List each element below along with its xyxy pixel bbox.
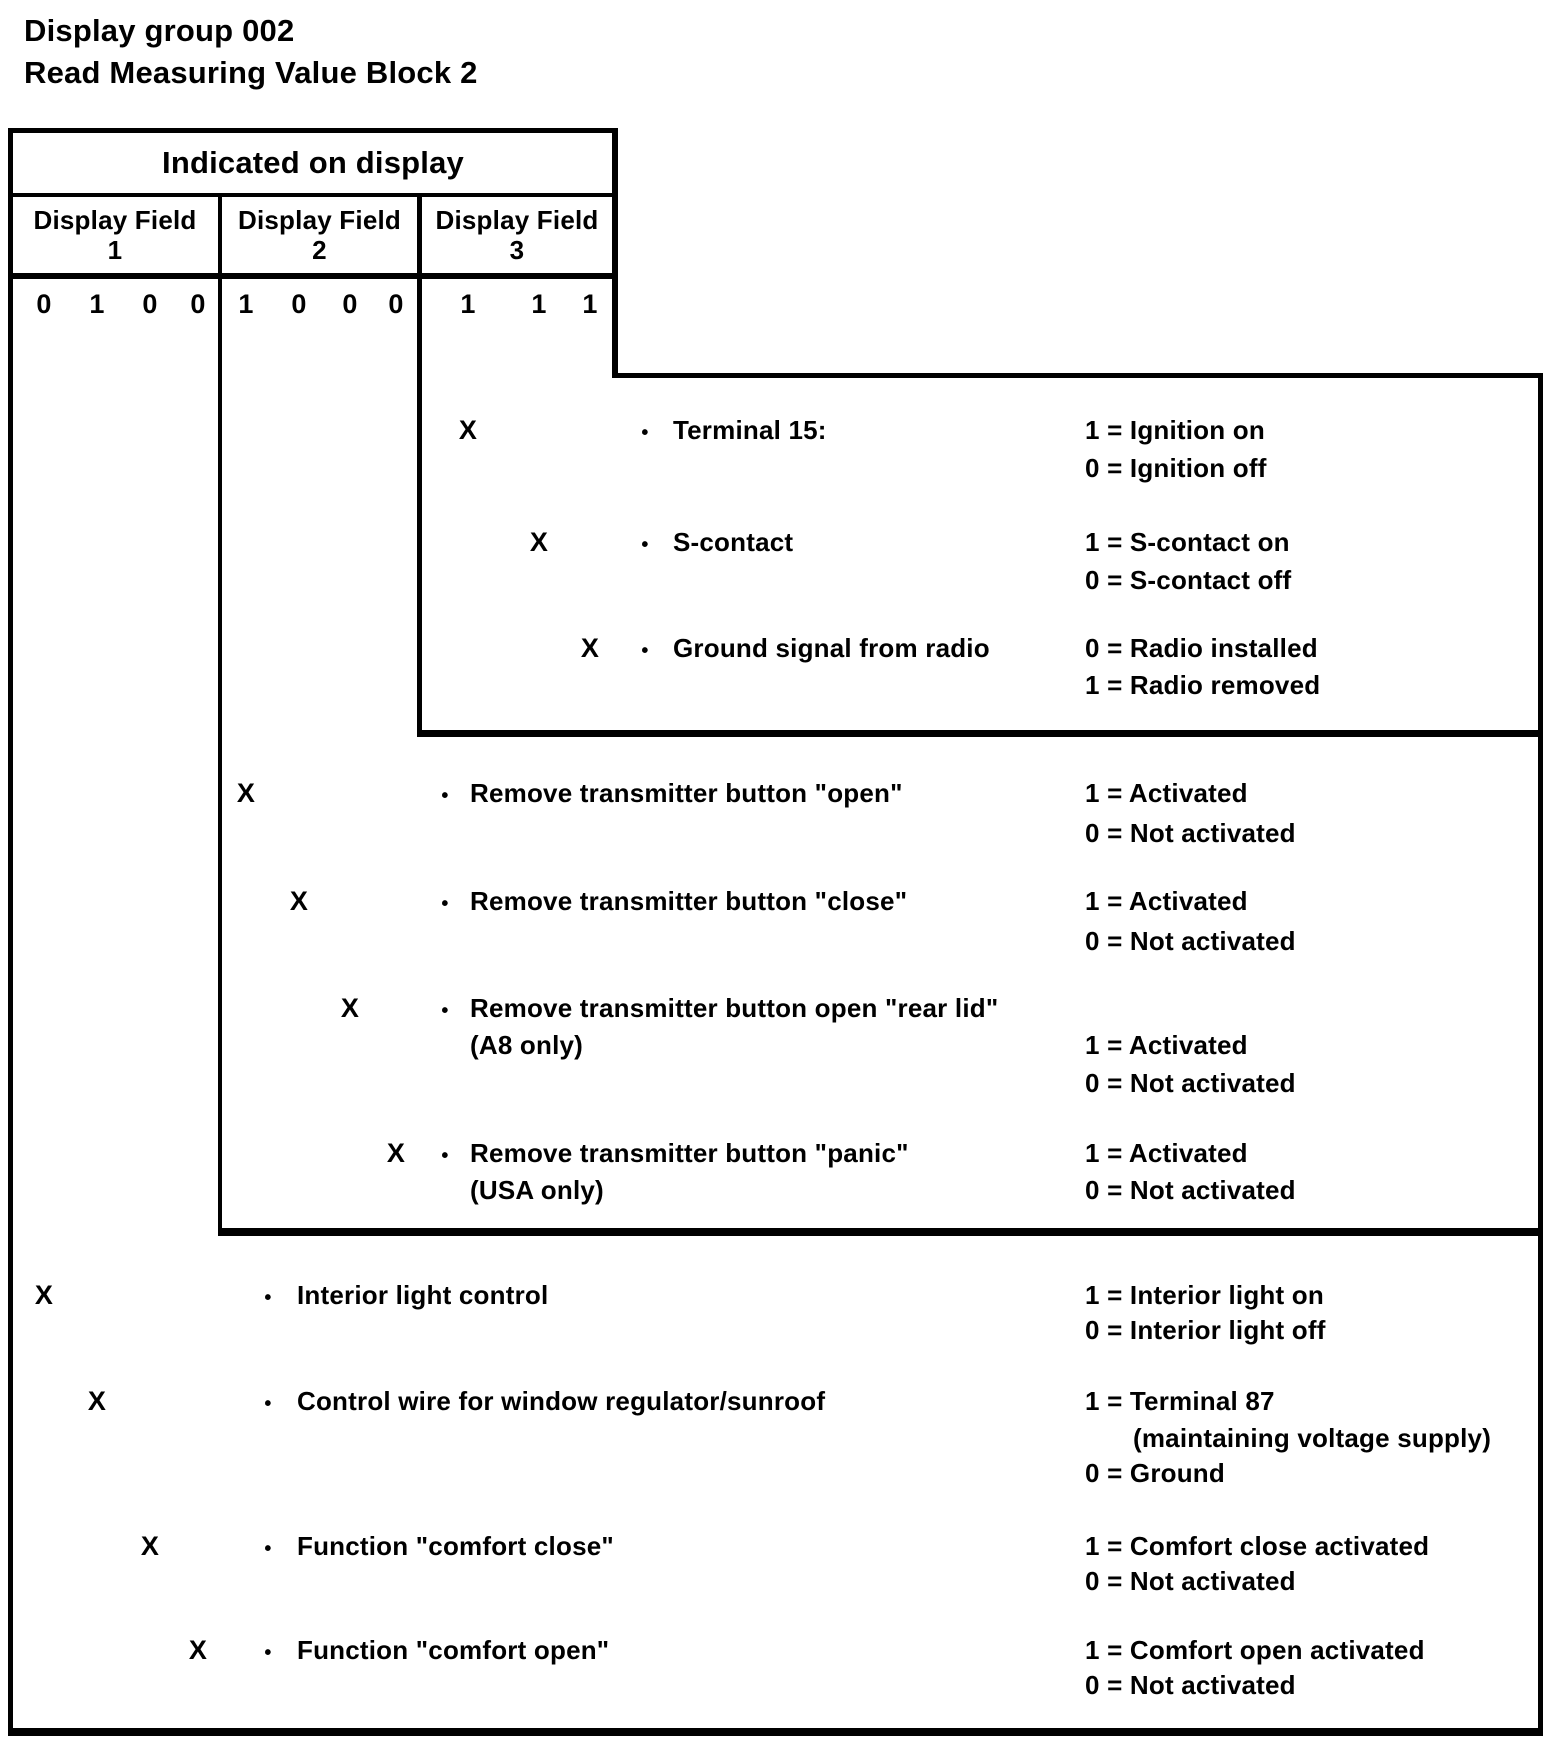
bullet-icon: • xyxy=(641,640,649,662)
table-value-row-divider xyxy=(8,273,618,279)
row-tx-rear-lid-label: Remove transmitter button open "rear lid… xyxy=(470,993,999,1023)
row-tx-open-value-0: 0 = Not activated xyxy=(1085,818,1296,848)
row-comfort-open-label: Function "comfort open" xyxy=(297,1635,610,1665)
row-comfort-close-value-1: 1 = Comfort close activated xyxy=(1085,1531,1430,1561)
row-terminal-15-marker: X xyxy=(458,415,478,445)
page-title: Display group 002 Read Measuring Value B… xyxy=(24,10,478,94)
field3-bit-3: 1 xyxy=(582,289,598,319)
row-interior-light-marker: X xyxy=(34,1280,54,1310)
column-name: Display Field xyxy=(33,205,197,235)
page-title-line2: Read Measuring Value Block 2 xyxy=(24,55,478,90)
bullet-icon: • xyxy=(641,422,649,444)
row-interior-light-value-0: 0 = Interior light off xyxy=(1085,1315,1326,1345)
field1-bit-3: 0 xyxy=(142,289,158,319)
column-name: Display Field xyxy=(435,205,599,235)
row-tx-panic-label2: (USA only) xyxy=(470,1175,604,1205)
row-terminal-15-value-0: 0 = Ignition off xyxy=(1085,453,1267,483)
row-tx-panic-marker: X xyxy=(386,1138,406,1168)
row-tx-close-value-1: 1 = Activated xyxy=(1085,886,1248,916)
column-header-display-field-3: Display Field 3 xyxy=(422,197,612,273)
table-top-border xyxy=(8,128,618,133)
field2-bit-2: 0 xyxy=(291,289,307,319)
row-ground-signal-value-0: 0 = Radio installed xyxy=(1085,633,1318,663)
field3-bit-1: 1 xyxy=(460,289,476,319)
field1-bit-4: 0 xyxy=(190,289,206,319)
row-tx-panic-label: Remove transmitter button "panic" xyxy=(470,1138,909,1168)
row-comfort-close-value-0: 0 = Not activated xyxy=(1085,1566,1296,1596)
outer-right-border xyxy=(1538,373,1543,1736)
row-s-contact-value-0: 0 = S-contact off xyxy=(1085,565,1292,595)
bullet-icon: • xyxy=(641,534,649,556)
field1-field2-divider xyxy=(218,193,222,1236)
field1-bit-2: 1 xyxy=(89,289,105,319)
column-number: 2 xyxy=(312,235,327,265)
table-header-divider xyxy=(8,193,618,197)
column-name: Display Field xyxy=(238,205,401,235)
bullet-icon: • xyxy=(441,785,449,807)
row-control-wire-value-1: 1 = Terminal 87 xyxy=(1085,1386,1275,1416)
row-tx-open-label: Remove transmitter button "open" xyxy=(470,778,903,808)
field2-field3-divider xyxy=(417,193,422,737)
field2-bit-1: 1 xyxy=(238,289,254,319)
table-header: Indicated on display xyxy=(162,145,464,180)
row-tx-open-marker: X xyxy=(236,778,256,808)
row-tx-panic-value-1: 1 = Activated xyxy=(1085,1138,1248,1168)
bullet-icon: • xyxy=(264,1642,272,1664)
row-interior-light-label: Interior light control xyxy=(297,1280,549,1310)
row-s-contact-label: S-contact xyxy=(673,527,794,557)
row-control-wire-marker: X xyxy=(87,1386,107,1416)
row-tx-rear-lid-label2: (A8 only) xyxy=(470,1030,584,1060)
row-terminal-15-value-1: 1 = Ignition on xyxy=(1085,415,1265,445)
row-comfort-open-value-1: 1 = Comfort open activated xyxy=(1085,1635,1425,1665)
row-ground-signal-marker: X xyxy=(580,633,600,663)
row-tx-panic-value-0: 0 = Not activated xyxy=(1085,1175,1296,1205)
row-tx-open-value-1: 1 = Activated xyxy=(1085,778,1248,808)
row-tx-close-value-0: 0 = Not activated xyxy=(1085,926,1296,956)
field2-bit-4: 0 xyxy=(388,289,404,319)
outer-bottom-border xyxy=(8,1728,1543,1736)
row-tx-rear-lid-value-0: 0 = Not activated xyxy=(1085,1068,1296,1098)
row-tx-close-label: Remove transmitter button "close" xyxy=(470,886,908,916)
row-control-wire-value-0: 0 = Ground xyxy=(1085,1458,1225,1488)
column-number: 1 xyxy=(107,235,123,265)
row-tx-rear-lid-value-1: 1 = Activated xyxy=(1085,1030,1248,1060)
row-ground-signal-value-1: 1 = Radio removed xyxy=(1085,670,1321,700)
row-s-contact-value-1: 1 = S-contact on xyxy=(1085,527,1290,557)
field2-bit-3: 0 xyxy=(342,289,358,319)
row-ground-signal-label: Ground signal from radio xyxy=(673,633,990,663)
row-comfort-close-marker: X xyxy=(140,1531,160,1561)
row-comfort-open-value-0: 0 = Not activated xyxy=(1085,1670,1296,1700)
bullet-icon: • xyxy=(441,893,449,915)
column-number: 3 xyxy=(509,235,525,265)
row-s-contact-marker: X xyxy=(529,527,549,557)
row-tx-close-marker: X xyxy=(289,886,309,916)
page-title-line1: Display group 002 xyxy=(24,13,295,48)
row-comfort-open-marker: X xyxy=(188,1635,208,1665)
table-right-border xyxy=(612,128,618,378)
bullet-icon: • xyxy=(264,1393,272,1415)
field2-box-bottom-border xyxy=(218,1228,1543,1236)
bullet-icon: • xyxy=(264,1538,272,1560)
column-header-display-field-1: Display Field 1 xyxy=(12,197,218,273)
row-control-wire-value-note: (maintaining voltage supply) xyxy=(1133,1423,1492,1453)
bullet-icon: • xyxy=(441,1000,449,1022)
row-tx-rear-lid-marker: X xyxy=(340,993,360,1023)
field3-box-top-border xyxy=(612,373,1543,378)
bullet-icon: • xyxy=(441,1145,449,1167)
field1-bit-1: 0 xyxy=(36,289,52,319)
field3-box-bottom-border xyxy=(417,730,1543,737)
field3-bit-2: 1 xyxy=(531,289,547,319)
row-comfort-close-label: Function "comfort close" xyxy=(297,1531,614,1561)
row-interior-light-value-1: 1 = Interior light on xyxy=(1085,1280,1324,1310)
row-control-wire-label: Control wire for window regulator/sunroo… xyxy=(297,1386,826,1416)
row-terminal-15-label: Terminal 15: xyxy=(673,415,827,445)
bullet-icon: • xyxy=(264,1287,272,1309)
outer-left-border xyxy=(8,128,13,1736)
column-header-display-field-2: Display Field 2 xyxy=(222,197,417,273)
